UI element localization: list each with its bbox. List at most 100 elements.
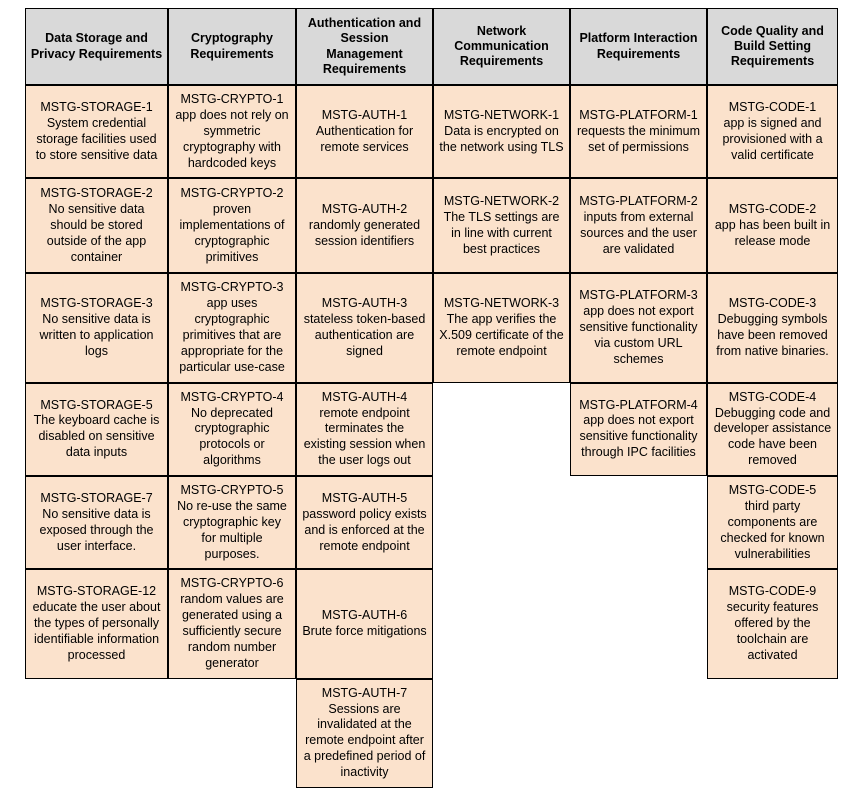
column-header-data-storage: Data Storage and Privacy Requirements [25,8,168,85]
requirements-matrix-table: Data Storage and Privacy Requirements Cr… [25,8,838,788]
requirement-id: MSTG-AUTH-5 [321,490,408,505]
requirement-id: MSTG-STORAGE-2 [40,186,153,201]
empty-cell [570,678,707,788]
empty-cell [433,678,570,788]
empty-cell [25,678,168,788]
requirement-text: stateless token-based authentication are… [303,312,426,358]
requirement-id: MSTG-PLATFORM-1 [579,107,698,122]
requirement-text: No deprecated cryptographic protocols or… [190,405,273,468]
table-header: Data Storage and Privacy Requirements Cr… [25,8,838,85]
requirement-text: System credential storage facilities use… [35,115,158,162]
requirement-text: password policy exists and is enforced a… [302,506,427,553]
column-header-network: Network Communication Requirements [433,8,570,85]
requirement-id: MSTG-CRYPTO-5 [180,483,284,497]
requirement-id: MSTG-CODE-4 [728,389,817,404]
column-header-cryptography: Cryptography Requirements [168,8,296,85]
empty-cell [433,476,570,570]
requirement-id: MSTG-AUTH-3 [321,296,408,311]
requirement-text: app does not rely on symmetric cryptogra… [175,107,289,170]
requirement-id: MSTG-CODE-3 [728,296,817,311]
requirement-text: No sensitive data should be stored outsi… [46,202,147,264]
requirement-id: MSTG-PLATFORM-2 [579,194,698,209]
requirement-text: No re-use the same cryptographic key for… [177,498,287,561]
requirement-text: No sensitive data is exposed through the… [39,506,154,553]
requirement-text: app has been built in release mode [714,217,831,248]
requirement-text: randomly generated session identifiers [308,217,421,248]
requirement-text: Sessions are invalidated at the remote e… [303,701,426,780]
empty-cell [433,382,570,476]
requirement-text: third party components are checked for k… [720,498,825,561]
header-row: Data Storage and Privacy Requirements Cr… [25,8,838,85]
requirement-text: app does not export sensitive functional… [579,304,698,366]
requirement-text: Debugging code and developer assistance … [713,405,832,468]
requirement-id: MSTG-STORAGE-5 [40,397,153,412]
requirement-id: MSTG-STORAGE-7 [40,490,153,505]
requirement-text: No sensitive data is written to applicat… [39,312,154,358]
requirement-text: Data is encrypted on the network using T… [439,123,564,154]
empty-cell [707,678,838,788]
requirement-id: MSTG-AUTH-4 [321,389,408,404]
requirement-id: MSTG-CRYPTO-4 [180,389,284,404]
column-header-code-quality: Code Quality and Build Setting Requireme… [707,8,838,85]
requirement-id: MSTG-CODE-1 [728,99,817,114]
empty-cell [570,476,707,570]
requirement-id: MSTG-CRYPTO-2 [180,186,284,201]
requirement-id: MSTG-NETWORK-2 [443,194,560,209]
requirement-text: Debugging symbols have been removed from… [716,312,829,358]
requirement-text: The app verifies the X.509 certificate o… [439,312,564,358]
requirement-text: proven implementations of cryptographic … [179,202,285,264]
column-header-authentication: Authentication and Session Management Re… [296,8,433,85]
requirement-text: Authentication for remote services [315,123,414,154]
requirement-id: MSTG-CRYPTO-6 [180,576,284,591]
requirement-text: app uses cryptographic primitives that a… [179,296,285,374]
requirement-id: MSTG-STORAGE-1 [40,99,153,114]
requirement-id: MSTG-NETWORK-3 [443,296,560,311]
requirement-text: educate the user about the types of pers… [32,600,161,662]
requirement-id: MSTG-STORAGE-3 [40,296,153,311]
requirement-text: inputs from external sources and the use… [580,210,697,256]
requirement-id: MSTG-STORAGE-12 [36,584,157,599]
requirement-text: Brute force mitigations [302,624,427,638]
requirement-id: MSTG-AUTH-6 [321,608,408,623]
requirement-text: security features offered by the toolcha… [726,600,819,662]
requirement-id: MSTG-CODE-5 [728,483,817,497]
